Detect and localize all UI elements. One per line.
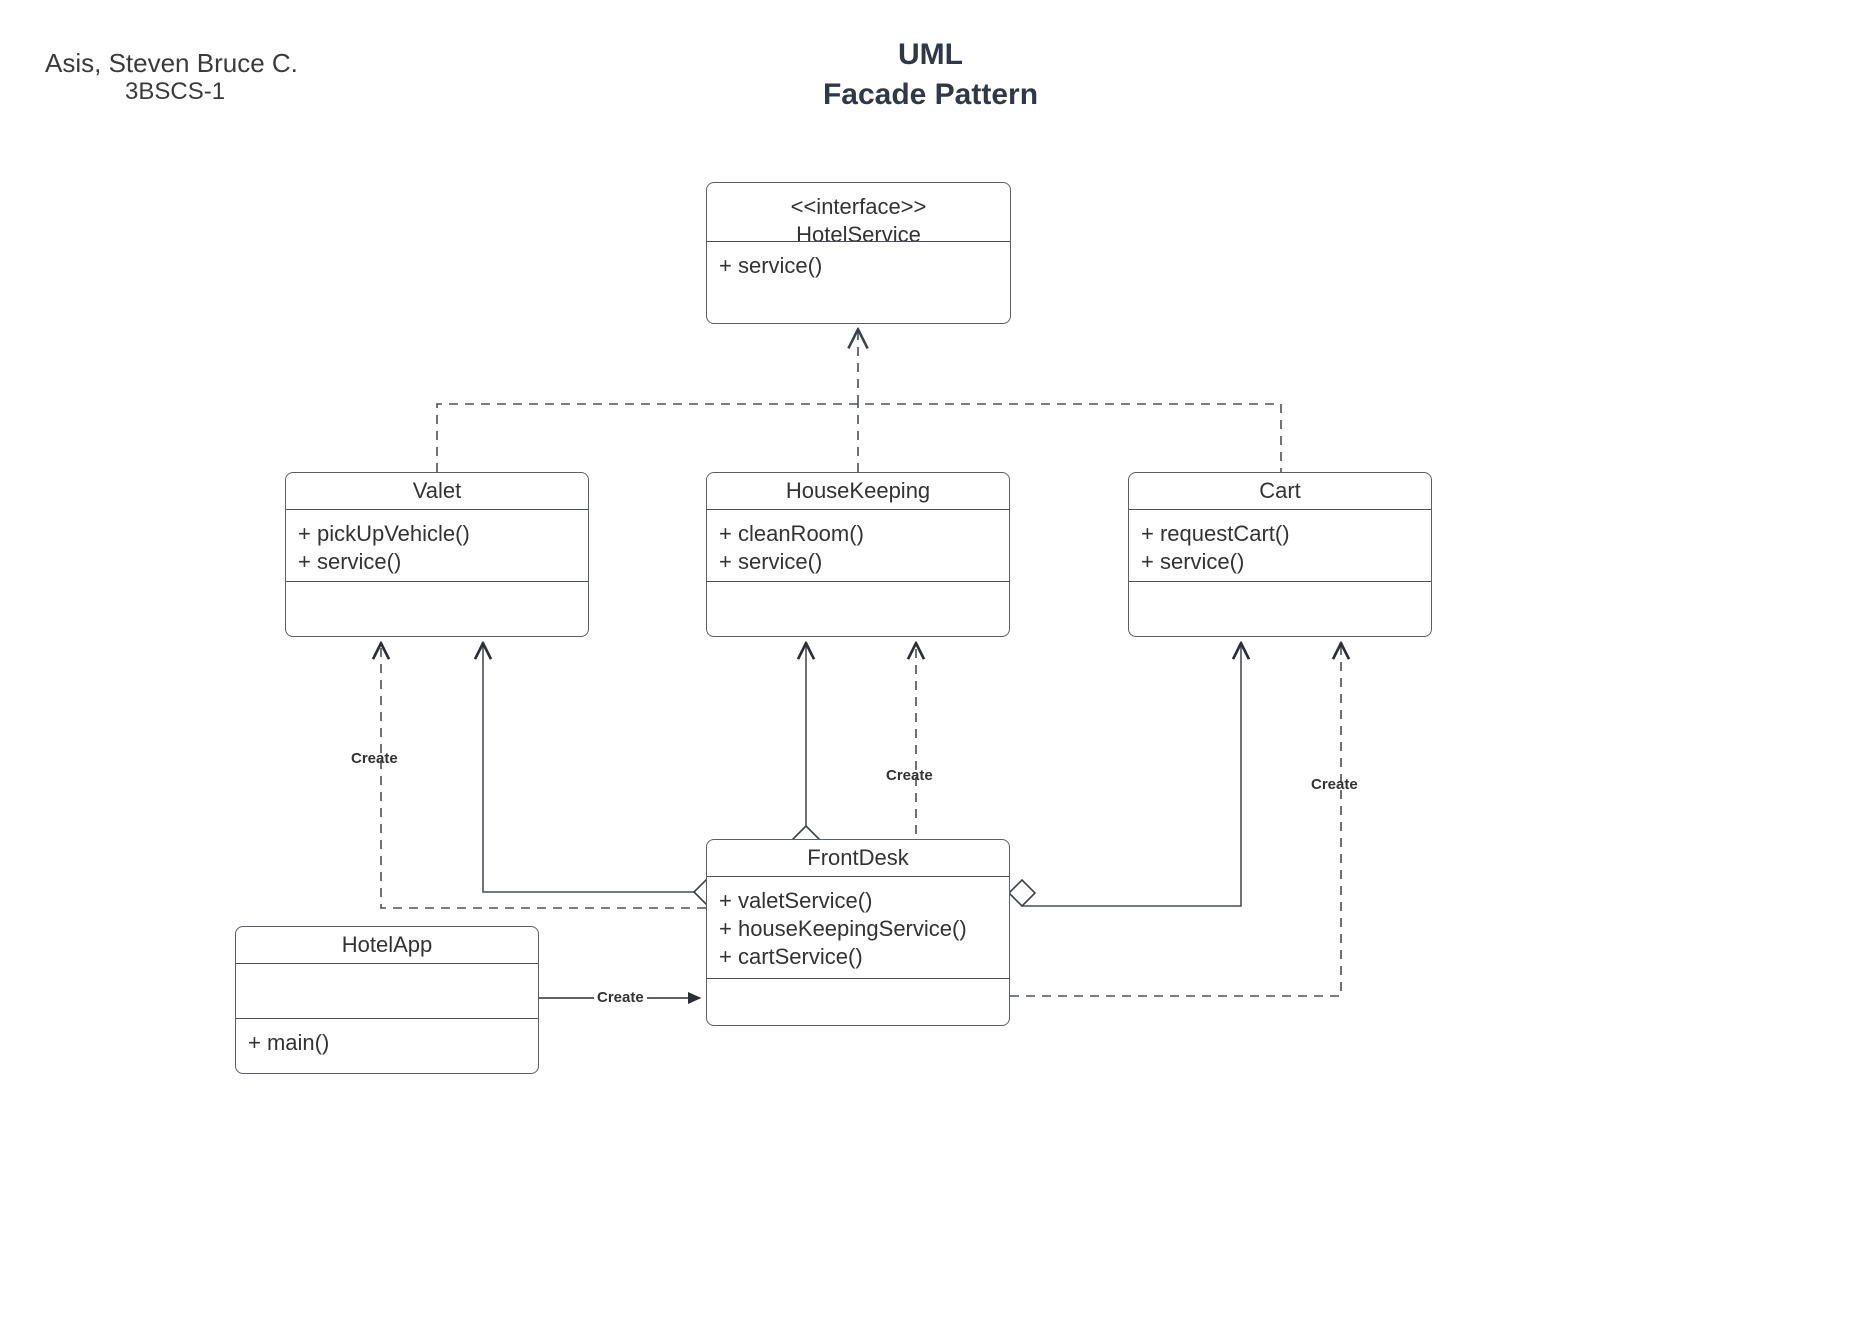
class-name-hotelapp: HotelApp bbox=[341, 932, 433, 957]
dependency-create-valet bbox=[381, 644, 706, 909]
method-item: + service() bbox=[719, 253, 823, 278]
method-item: + cleanRoom() bbox=[719, 521, 864, 546]
class-name-housekeeping: HouseKeeping bbox=[785, 478, 931, 503]
class-methods-hotelservice: + service() bbox=[707, 242, 1010, 280]
class-empty-compartment-frontdesk bbox=[707, 978, 1009, 1025]
class-empty-compartment-hotelapp bbox=[236, 963, 538, 1018]
edge-label-create-cart: Create bbox=[1311, 776, 1358, 793]
class-box-hotelservice[interactable]: <<interface>> HotelService + service() bbox=[706, 182, 1011, 324]
class-methods-valet: + pickUpVehicle() + service() bbox=[286, 510, 588, 576]
page-title: UML bbox=[898, 38, 963, 71]
method-item: + service() bbox=[719, 549, 823, 574]
class-box-hotelapp[interactable]: HotelApp + main() bbox=[235, 926, 539, 1074]
aggregation-diamond-cart bbox=[1007, 878, 1037, 908]
method-item: + main() bbox=[248, 1030, 330, 1055]
class-box-valet[interactable]: Valet + pickUpVehicle() + service() bbox=[285, 472, 589, 637]
dependency-create-cart bbox=[1010, 644, 1341, 997]
edge-label-create-hotelapp: Create bbox=[594, 989, 647, 1006]
class-name-frontdesk: FrontDesk bbox=[807, 845, 909, 870]
class-box-frontdesk[interactable]: FrontDesk + valetService() + houseKeepin… bbox=[706, 839, 1010, 1026]
class-methods-hotelapp: + main() bbox=[236, 1019, 538, 1057]
class-methods-frontdesk: + valetService() + houseKeepingService()… bbox=[707, 877, 1009, 971]
author-section: 3BSCS-1 bbox=[125, 78, 226, 105]
class-empty-compartment-housekeeping bbox=[707, 581, 1009, 636]
method-item: + houseKeepingService() bbox=[719, 916, 967, 941]
class-name-cart: Cart bbox=[1259, 478, 1301, 503]
aggregation-valet-line bbox=[483, 644, 694, 893]
class-methods-housekeeping: + cleanRoom() + service() bbox=[707, 510, 1009, 576]
page-subtitle: Facade Pattern bbox=[822, 78, 1039, 111]
class-name-hotelservice: <<interface>> HotelService bbox=[790, 194, 927, 247]
class-empty-compartment-valet bbox=[286, 581, 588, 636]
edge-label-create-valet: Create bbox=[351, 750, 398, 767]
edge-label-create-housekeeping: Create bbox=[886, 767, 933, 784]
class-box-housekeeping[interactable]: HouseKeeping + cleanRoom() + service() bbox=[706, 472, 1010, 637]
class-name-valet: Valet bbox=[412, 478, 462, 503]
method-item: + service() bbox=[298, 549, 402, 574]
class-empty-compartment-cart bbox=[1129, 581, 1431, 636]
method-item: + service() bbox=[1141, 549, 1245, 574]
method-item: + valetService() bbox=[719, 888, 873, 913]
aggregation-cart-line bbox=[1022, 644, 1241, 907]
realization-bus bbox=[436, 403, 1282, 472]
method-item: + pickUpVehicle() bbox=[298, 521, 470, 546]
author-name: Asis, Steven Bruce C. bbox=[45, 48, 298, 78]
class-methods-cart: + requestCart() + service() bbox=[1129, 510, 1431, 576]
method-item: + requestCart() bbox=[1141, 521, 1290, 546]
class-box-cart[interactable]: Cart + requestCart() + service() bbox=[1128, 472, 1432, 637]
method-item: + cartService() bbox=[719, 944, 863, 969]
